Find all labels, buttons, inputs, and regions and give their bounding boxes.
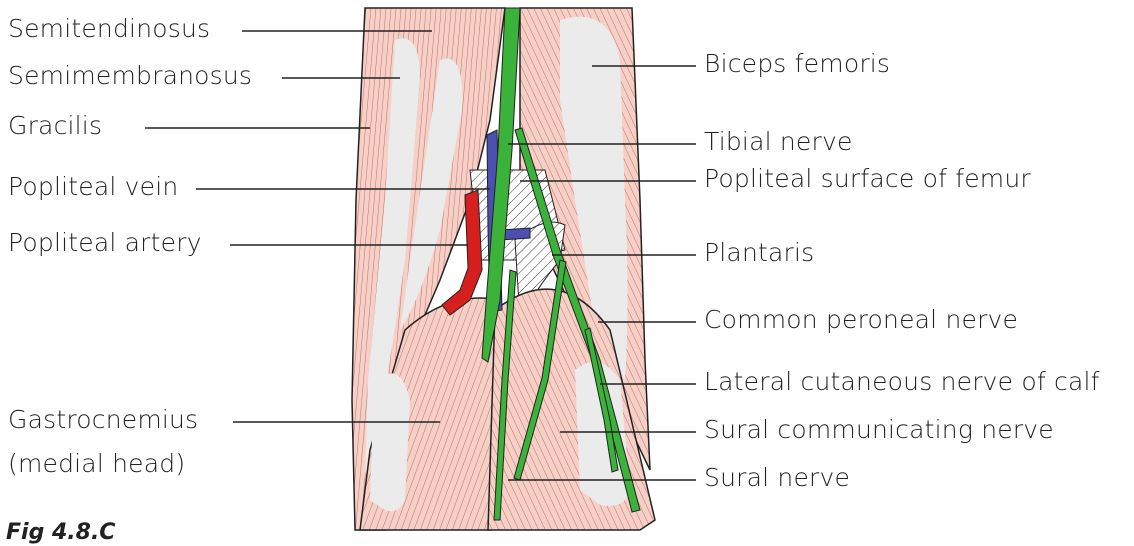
label-plantaris: Plantaris [704,238,815,267]
label-sural-nerve: Sural nerve [704,463,851,492]
label-tibial-nerve: Tibial nerve [704,127,853,156]
label-gastrocnemius-medial-head: (medial head) [8,449,186,478]
gracilis-tendon [365,38,420,480]
label-gracilis: Gracilis [8,111,103,140]
label-semitendinosus: Semitendinosus [8,14,211,43]
label-common-peroneal-nerve: Common peroneal nerve [704,305,1019,334]
biceps-femoris-tendon [560,16,628,381]
label-biceps-femoris: Biceps femoris [704,49,891,78]
gastrocnemius-medial-tendon [370,373,410,512]
label-gastrocnemius: Gastrocnemius [8,405,199,434]
label-popliteal-surface: Popliteal surface of femur [704,164,1031,193]
lateral-cutaneous-nerve [584,327,619,473]
tibial-nerve [481,7,521,363]
label-popliteal-artery: Popliteal artery [8,228,202,257]
label-lateral-cutaneous-nerve: Lateral cutaneous nerve of calf [704,367,1100,396]
label-semimembranosus: Semimembranosus [8,61,253,90]
popliteal-artery [441,189,483,316]
semitendinosus-tendon [400,58,463,330]
label-popliteal-vein: Popliteal vein [8,172,179,201]
label-sural-communicating-nerve: Sural communicating nerve [704,415,1054,444]
figure-caption: Fig 4.8.C [6,520,116,545]
sural-nerve [493,269,517,521]
